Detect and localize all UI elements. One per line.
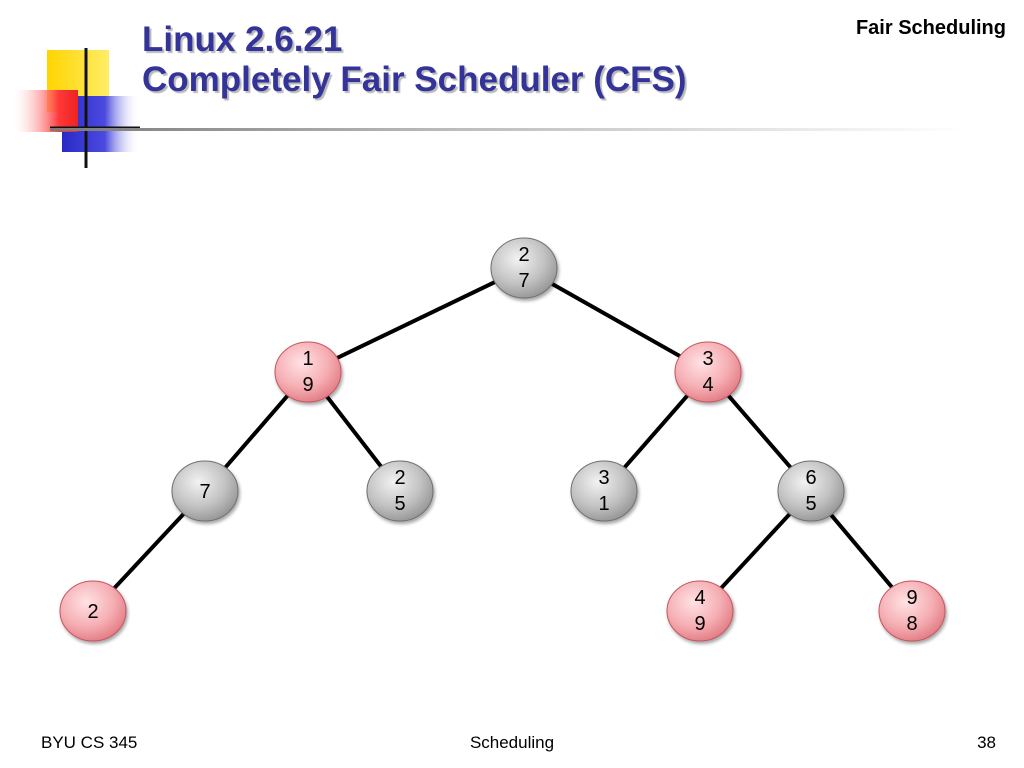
tree-node-label: 7 (199, 481, 210, 503)
tree-node-label: 1 (302, 348, 313, 370)
tree-node-label: 3 (598, 467, 609, 489)
tree-node-label: 9 (906, 587, 917, 609)
tree-node-label: 9 (302, 374, 313, 396)
tree-node-label: 3 (702, 348, 713, 370)
tree-node-circle (274, 341, 342, 403)
title-underline (50, 128, 965, 131)
tree-node-n34-red: 34 (674, 341, 742, 403)
tree-node-n98-red: 98 (878, 580, 946, 642)
tree-node-circle (59, 580, 127, 642)
tree-node-n49-red: 49 (666, 580, 734, 642)
tree-node-label: 4 (694, 587, 705, 609)
tree-node-label: 2 (518, 244, 529, 266)
tree-node-circle (878, 580, 946, 642)
tree-node-n2-red: 2 (59, 580, 127, 642)
tree-node-label: 6 (805, 467, 816, 489)
tree-node-label: 4 (702, 374, 713, 396)
tree-node-circle (674, 341, 742, 403)
tree-node-n25-black: 25 (366, 460, 434, 522)
footer-page-number: 38 (977, 733, 996, 752)
tree-node-label: 2 (87, 601, 98, 623)
tree-edge-root-n34 (523, 266, 709, 374)
tree-node-circle (777, 460, 845, 522)
tree-node-n19-red: 19 (274, 341, 342, 403)
tree-node-root-black: 27 (490, 237, 558, 299)
tree-node-label: 5 (394, 493, 405, 515)
tree-node-circle (666, 580, 734, 642)
tree-node-label: 7 (518, 270, 529, 292)
tree-node-label: 5 (805, 493, 816, 515)
tree-edges (91, 266, 914, 613)
tree-node-circle (570, 460, 638, 522)
tree-node-label: 2 (394, 467, 405, 489)
tree-node-n65-black: 65 (777, 460, 845, 522)
tree-node-n31-black: 31 (570, 460, 638, 522)
tree-node-circle (490, 237, 558, 299)
tree-node-circle (171, 460, 239, 522)
tree-edge-root-n19 (307, 266, 525, 374)
section-label: Fair Scheduling (855, 17, 1006, 39)
tree-node-circle (366, 460, 434, 522)
tree-node-label: 1 (598, 493, 609, 515)
slide-title-line1: Linux 2.6.21 (142, 20, 343, 59)
slide-title-line2: Completely Fair Scheduler (CFS) (142, 60, 687, 99)
tree-node-label: 8 (906, 613, 917, 635)
tree-node-n7-black: 7 (171, 460, 239, 522)
footer-topic: Scheduling (469, 733, 555, 752)
footer-course: BYU CS 345 (41, 733, 138, 752)
tree-node-label: 9 (694, 613, 705, 635)
slide-title: Linux 2.6.21 Completely Fair Scheduler (… (142, 20, 687, 100)
